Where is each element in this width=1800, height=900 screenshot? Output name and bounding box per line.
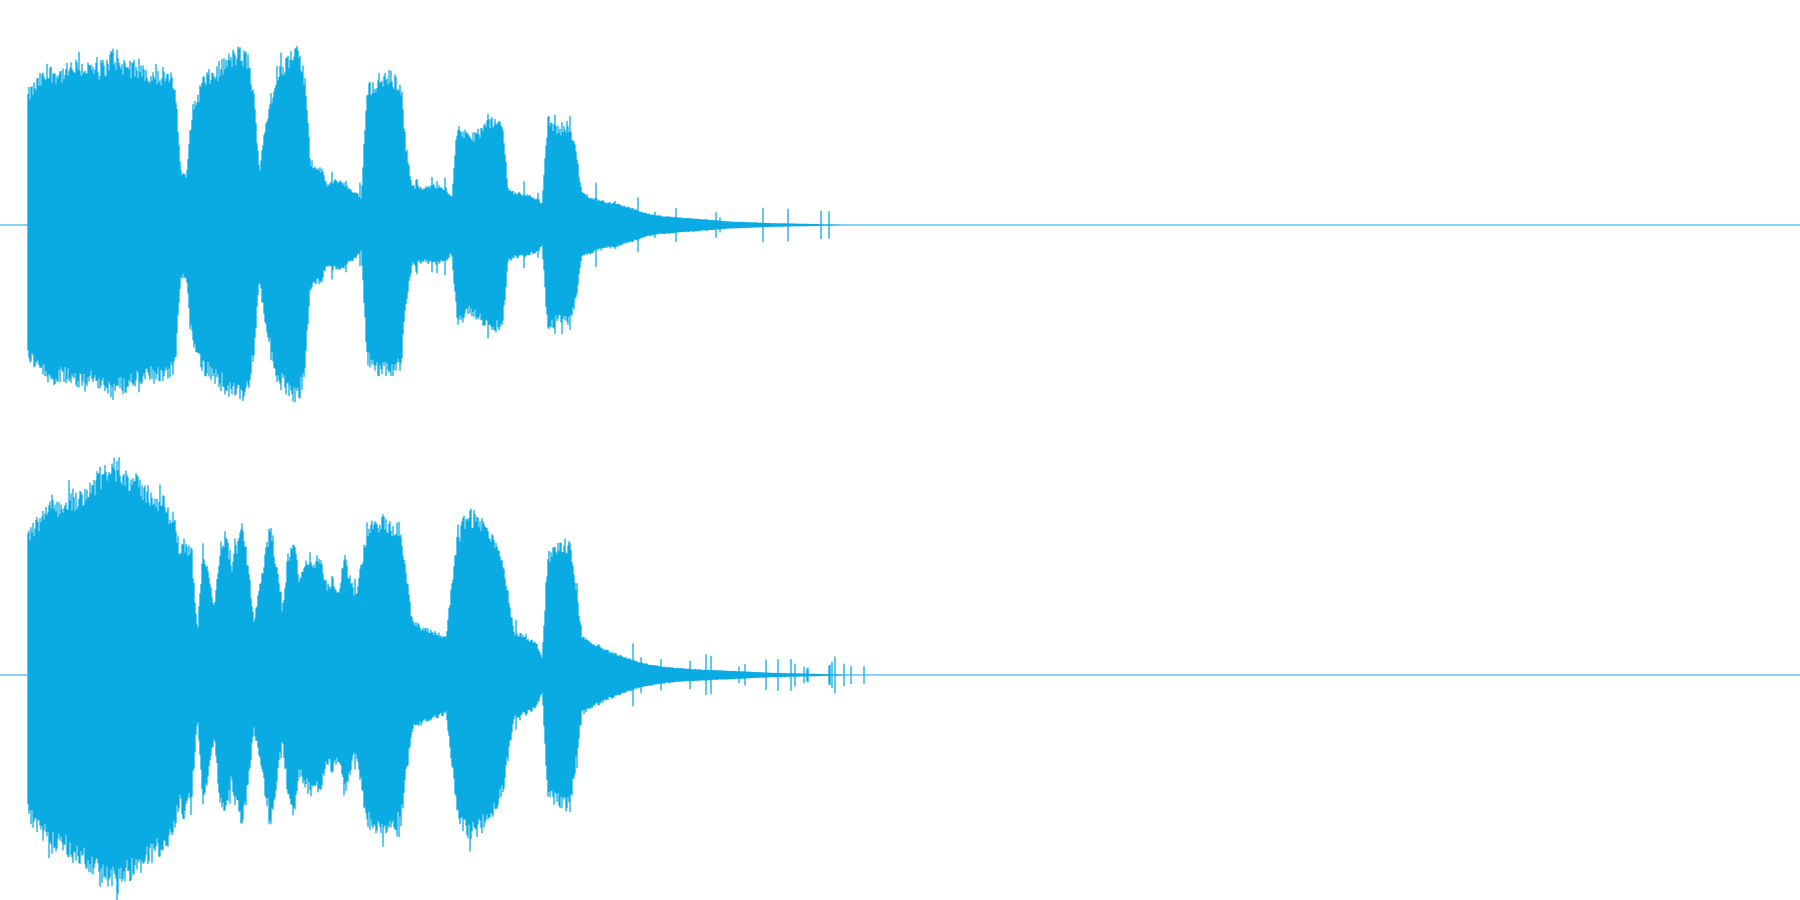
channel-1-signal — [27, 46, 863, 403]
channel-2-signal — [27, 457, 865, 900]
channel-1-waveform — [0, 46, 1800, 403]
channel-2-waveform — [0, 457, 1800, 900]
